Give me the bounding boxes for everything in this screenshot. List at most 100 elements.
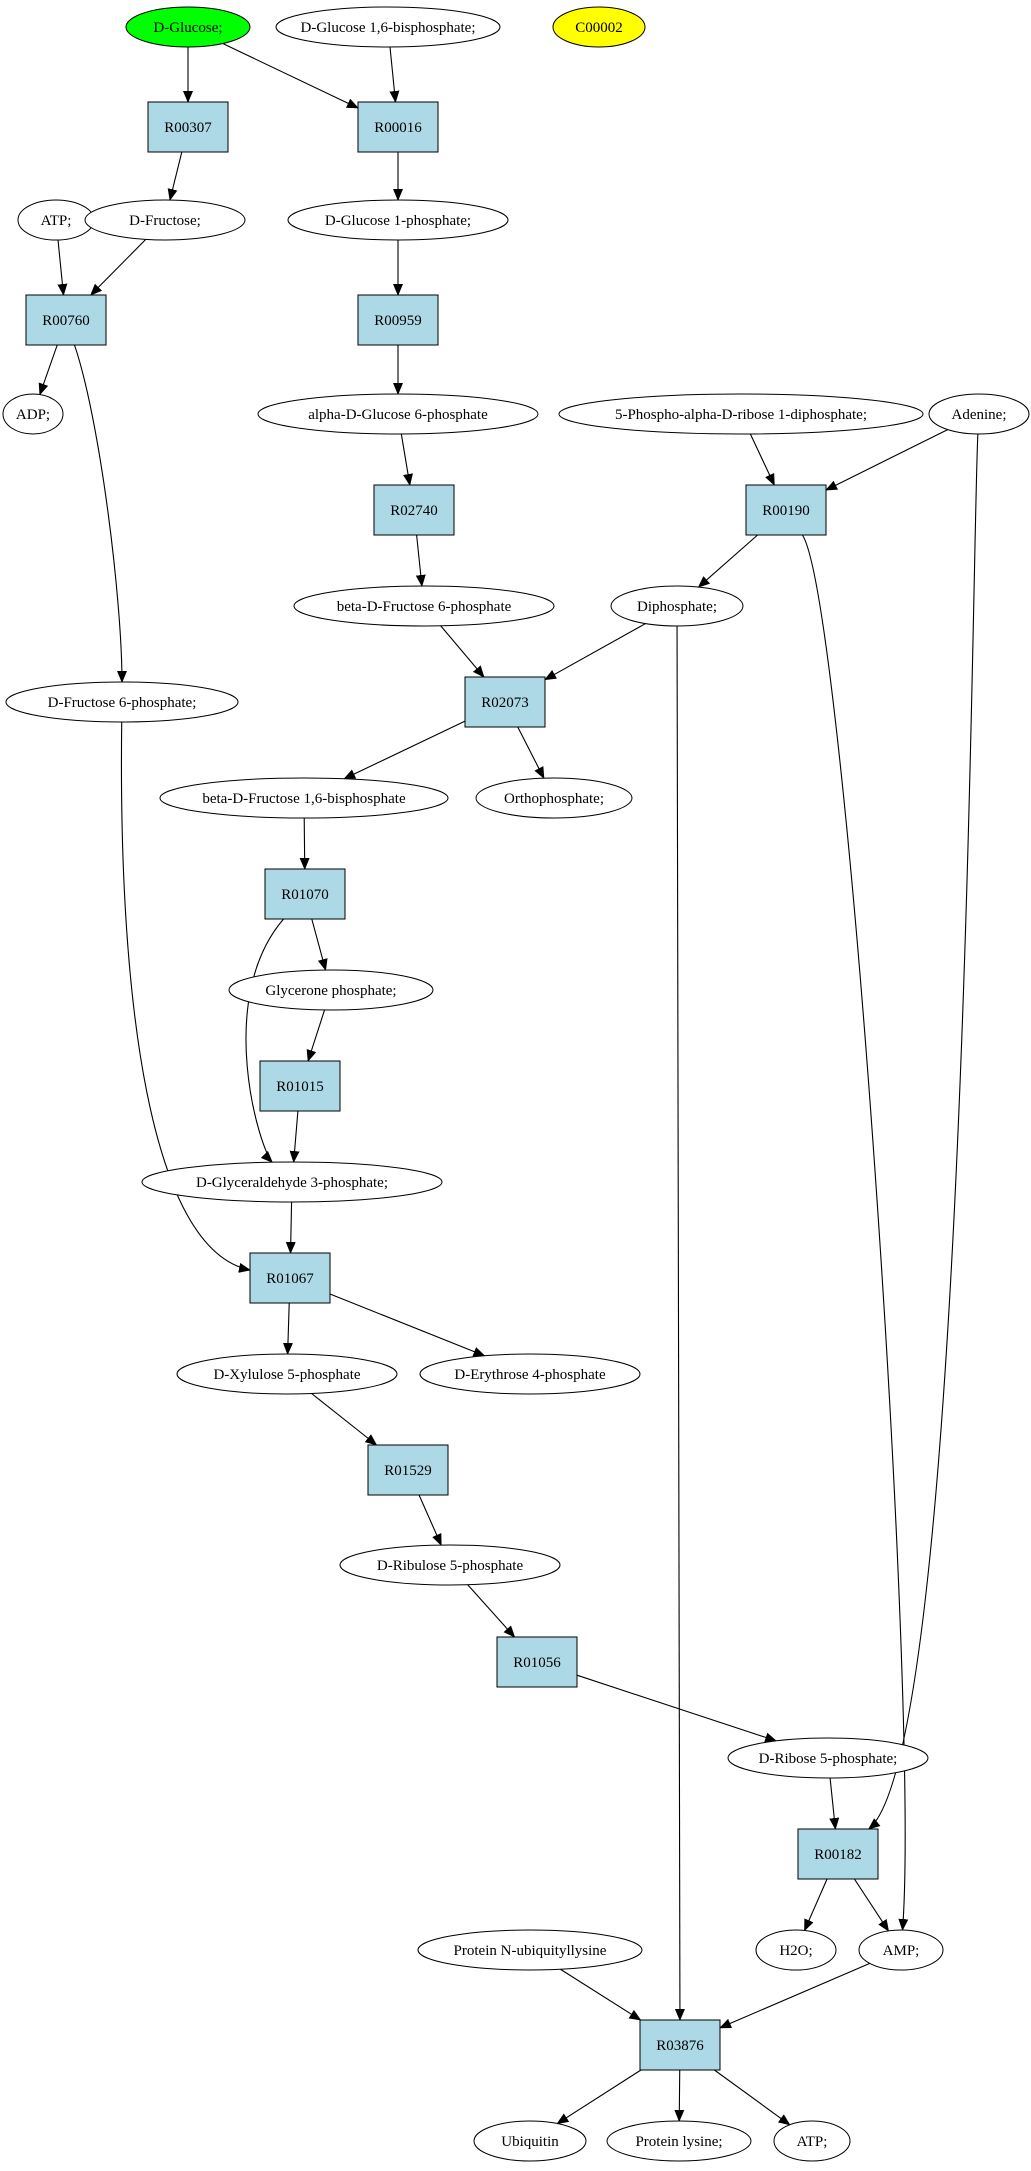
compound-ellipse <box>287 199 509 241</box>
compound-node-pnul[interactable]: Protein N-ubiquityllysine <box>417 1929 643 1971</box>
compound-node-ub[interactable]: Ubiquitin <box>473 2120 587 2162</box>
compound-node-e4p[interactable]: D-Erythrose 4-phosphate <box>419 1353 641 1395</box>
reaction-box <box>249 1252 331 1304</box>
node-layer: D-Glucose; D-Glucose 1,6-bisphosphate; C00… <box>2 6 1030 2162</box>
reaction-node-r00959[interactable]: R00959 <box>357 294 439 346</box>
compound-node-ag6p[interactable]: alpha-D-Glucose 6-phosphate <box>257 393 539 435</box>
compound-node-f6p[interactable]: D-Fructose 6-phosphate; <box>5 681 239 723</box>
compound-node-h2o[interactable]: H2O; <box>755 1929 837 1971</box>
compound-ellipse <box>275 6 501 48</box>
edge-ppi-to-r03876 <box>674 625 685 2021</box>
reaction-node-r00307[interactable]: R00307 <box>147 101 229 153</box>
compound-ellipse <box>2 393 64 435</box>
edge-dhap-to-r01015 <box>306 1009 326 1062</box>
node-label: 5-Phospho-alpha-D-ribose 1-diphosphate; <box>615 407 867 423</box>
compound-ellipse <box>473 2120 587 2162</box>
compound-ellipse <box>293 585 555 627</box>
edge-pnul-to-r03876 <box>560 1968 642 2021</box>
node-label: Diphosphate; <box>637 599 717 615</box>
compound-ellipse <box>159 777 449 819</box>
reaction-node-r02740[interactable]: R02740 <box>373 484 455 536</box>
node-label: R00190 <box>762 503 810 519</box>
node-label: C00002 <box>575 20 623 36</box>
edge-ppi-to-r02073 <box>544 623 646 681</box>
compound-node-bf6p[interactable]: beta-D-Fructose 6-phosphate <box>293 585 555 627</box>
node-label: D-Ribose 5-phosphate; <box>759 1751 898 1767</box>
edge-r00760-to-adp <box>38 344 58 396</box>
edge-r00307-to-fru <box>167 151 183 202</box>
node-label: D-Glucose 1,6-bisphosphate; <box>301 20 476 36</box>
compound-ellipse <box>727 1737 929 1779</box>
reaction-node-r02073[interactable]: R02073 <box>464 676 546 728</box>
compound-node-prpp[interactable]: 5-Phospho-alpha-D-ribose 1-diphosphate; <box>558 393 924 435</box>
compound-ellipse <box>610 585 744 627</box>
reaction-box <box>25 294 107 346</box>
node-label: ADP; <box>16 407 50 423</box>
compound-node-ppi[interactable]: Diphosphate; <box>610 585 744 627</box>
edge-r01015-to-g3p <box>289 1110 300 1163</box>
edge-r01067-to-e4p <box>329 1293 486 1357</box>
reaction-box <box>639 2019 721 2071</box>
compound-node-adp[interactable]: ADP; <box>2 393 64 435</box>
reaction-node-r00016[interactable]: R00016 <box>357 101 439 153</box>
edge-g16bp-to-r00016 <box>389 46 400 103</box>
reaction-box <box>464 676 546 728</box>
node-label: ATP; <box>41 213 72 229</box>
compound-ellipse <box>339 1544 561 1586</box>
reaction-box <box>357 294 439 346</box>
edge-layer <box>38 43 979 2126</box>
node-label: AMP; <box>883 1943 920 1959</box>
edge-r01056-to-r5p <box>576 1674 778 1743</box>
compound-node-g16bp[interactable]: D-Glucose 1,6-bisphosphate; <box>275 6 501 48</box>
node-label: R00959 <box>374 313 422 329</box>
node-label: alpha-D-Glucose 6-phosphate <box>308 407 488 423</box>
compound-node-dhap[interactable]: Glycerone phosphate; <box>228 969 434 1011</box>
edge-prpp-to-r00190 <box>749 433 775 486</box>
compound-node-bf16bp[interactable]: beta-D-Fructose 1,6-bisphosphate <box>159 777 449 819</box>
compound-node-pi[interactable]: Orthophosphate; <box>475 777 633 819</box>
reaction-node-r00760[interactable]: R00760 <box>25 294 107 346</box>
compound-ellipse <box>417 1929 643 1971</box>
compound-node-fru[interactable]: D-Fructose; <box>84 199 246 241</box>
node-label: D-Glucose; <box>153 20 222 36</box>
node-label: Orthophosphate; <box>504 791 604 807</box>
reaction-node-r01529[interactable]: R01529 <box>367 1444 449 1496</box>
compound-node-ade[interactable]: Adenine; <box>928 393 1030 435</box>
compound-node-amp[interactable]: AMP; <box>858 1929 944 1971</box>
node-label: D-Erythrose 4-phosphate <box>454 1367 606 1383</box>
compound-ellipse <box>928 393 1030 435</box>
reaction-node-r01056[interactable]: R01056 <box>496 1636 578 1688</box>
compound-node-glc[interactable]: D-Glucose; <box>125 6 251 48</box>
edge-r02073-to-pi <box>517 726 545 780</box>
compound-node-x5p[interactable]: D-Xylulose 5-phosphate <box>176 1353 398 1395</box>
edge-x5p-to-r01529 <box>311 1393 378 1446</box>
reaction-node-r00190[interactable]: R00190 <box>745 484 827 536</box>
reaction-node-r03876[interactable]: R03876 <box>639 2019 721 2071</box>
reaction-node-r01067[interactable]: R01067 <box>249 1252 331 1304</box>
compound-node-plys[interactable]: Protein lysine; <box>606 2120 752 2162</box>
compound-node-r5p[interactable]: D-Ribose 5-phosphate; <box>727 1737 929 1779</box>
compound-ellipse <box>84 199 246 241</box>
compound-node-g1p[interactable]: D-Glucose 1-phosphate; <box>287 199 509 241</box>
edge-ag6p-to-r02740 <box>400 433 413 486</box>
edge-amp-to-r03876 <box>719 1962 871 2029</box>
reaction-node-r00182[interactable]: R00182 <box>797 1828 879 1880</box>
compound-node-atp2[interactable]: ATP; <box>773 2120 851 2162</box>
node-label: ATP; <box>797 2134 828 2150</box>
reaction-box <box>259 1060 341 1112</box>
compound-ellipse <box>419 1353 641 1395</box>
compound-node-g3p[interactable]: D-Glyceraldehyde 3-phosphate; <box>141 1161 443 1203</box>
reaction-node-r01015[interactable]: R01015 <box>259 1060 341 1112</box>
compound-ellipse <box>755 1929 837 1971</box>
compound-node-c00002[interactable]: C00002 <box>552 6 646 48</box>
reaction-node-r01070[interactable]: R01070 <box>264 868 346 920</box>
reaction-box <box>147 101 229 153</box>
node-label: D-Fructose 6-phosphate; <box>48 695 197 711</box>
node-label: H2O; <box>779 1943 812 1959</box>
edge-bf16bp-to-r01070 <box>299 817 310 870</box>
edge-fru-to-r00760 <box>90 239 147 296</box>
compound-node-atp1[interactable]: ATP; <box>17 199 95 241</box>
node-label: R01056 <box>513 1655 561 1671</box>
compound-node-ru5p[interactable]: D-Ribulose 5-phosphate <box>339 1544 561 1586</box>
